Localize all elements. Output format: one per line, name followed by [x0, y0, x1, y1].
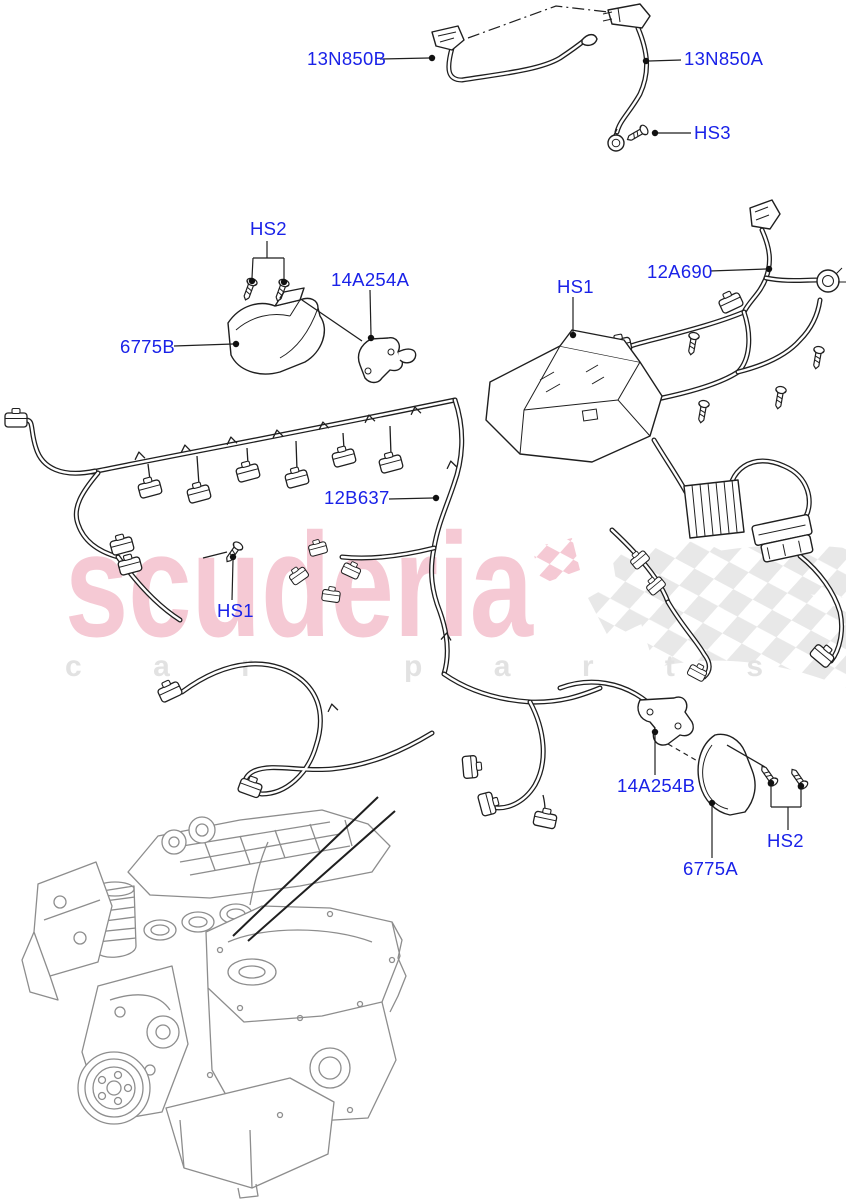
callout-13N850B: 13N850B	[307, 48, 387, 69]
bottom-connector	[476, 789, 502, 818]
harness-bolt	[809, 345, 826, 371]
cover-6775B	[227, 276, 325, 375]
coil-harness-12A690	[606, 199, 846, 425]
bottom-connector	[461, 754, 484, 780]
assembly-centerline	[467, 5, 609, 39]
round-connector	[816, 269, 840, 293]
left-end-connector	[4, 407, 28, 428]
callout-12B637: 12B637	[324, 487, 390, 508]
ring-terminal	[607, 134, 625, 152]
engine-pointer-lines	[232, 796, 396, 942]
callout-leaders	[173, 54, 805, 858]
callout-HS2-lower: HS2	[767, 830, 804, 851]
corrugated-elbow	[683, 479, 745, 539]
callout-6775A: 6775A	[683, 858, 738, 879]
cable-b-connector	[431, 25, 465, 51]
hs3-screw	[624, 123, 651, 145]
bracket-14A254B	[637, 696, 707, 767]
callout-13N850A: 13N850A	[684, 48, 764, 69]
right-connector-block	[751, 514, 814, 563]
harness-top-connector	[749, 199, 781, 230]
engine-bracket-block	[485, 329, 663, 463]
watermark-flag-checkered	[588, 540, 846, 688]
callout-HS2-upper: HS2	[250, 218, 287, 239]
harness-bolt	[684, 331, 701, 357]
callout-12A690: 12A690	[647, 261, 713, 282]
main-harness-12B637	[4, 329, 842, 830]
callout-HS1-center: HS1	[217, 600, 254, 621]
watermark-flag-pink	[532, 538, 580, 584]
callout-14A254A: 14A254A	[331, 269, 410, 290]
coil-boot-connector	[715, 287, 745, 315]
harness-bolt	[694, 399, 711, 425]
battery-cable-13N850B	[431, 5, 609, 80]
callout-6775B: 6775B	[120, 336, 175, 357]
bottom-connector	[532, 805, 559, 830]
battery-cable-13N850A	[602, 3, 651, 152]
engine-illustration	[21, 809, 407, 1199]
watermark-brand-text: scuderia	[65, 503, 534, 668]
watermark-subtitle-text: car parts	[65, 650, 827, 683]
watermark: scuderia car parts	[65, 503, 846, 688]
callout-14A254B: 14A254B	[617, 775, 696, 796]
injector-connectors	[135, 425, 405, 505]
harness-bolt	[771, 385, 788, 411]
cable-a-connector	[607, 3, 651, 29]
callout-HS3: HS3	[694, 122, 731, 143]
shield-6775A	[697, 733, 766, 816]
bracket-14A254A	[301, 299, 417, 384]
callout-HS1-upper: HS1	[557, 276, 594, 297]
